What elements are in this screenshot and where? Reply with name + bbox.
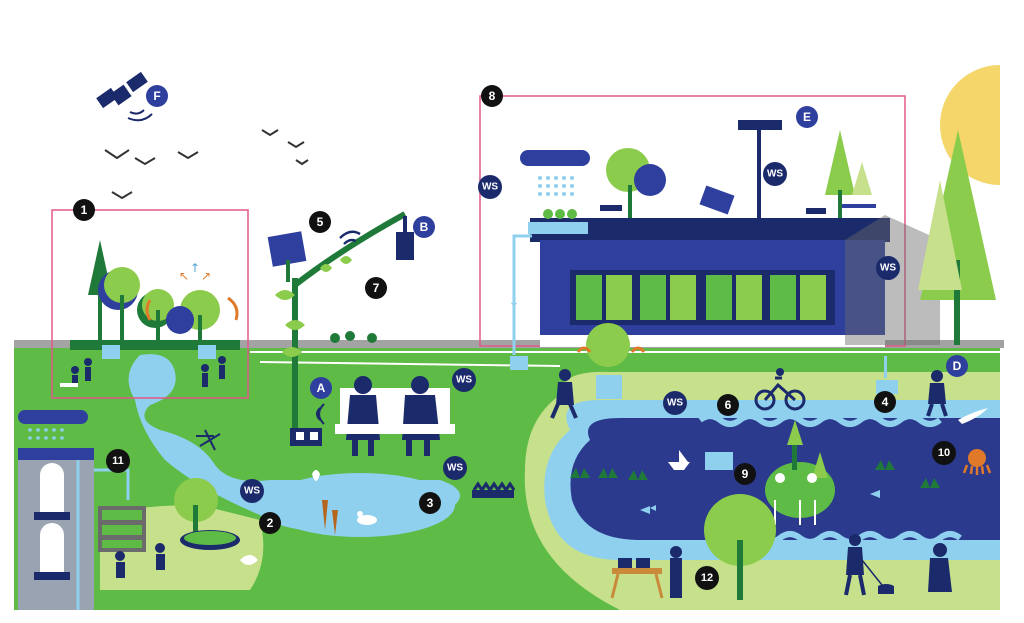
marker-12: 12: [695, 566, 719, 590]
svg-text:6: 6: [725, 398, 732, 412]
svg-text:2: 2: [267, 516, 274, 530]
weather-sensor-7: WS: [663, 391, 687, 415]
svg-text:↗: ↗: [201, 269, 211, 283]
marker-5: 5: [309, 211, 331, 233]
marker-3: 3: [419, 492, 441, 514]
svg-text:10: 10: [938, 447, 950, 459]
svg-text:12: 12: [701, 572, 713, 584]
floating-wetland: [472, 490, 514, 498]
svg-text:↑: ↑: [190, 261, 200, 275]
svg-text:8: 8: [489, 89, 496, 103]
svg-text:A: A: [317, 381, 326, 395]
marker-f: F: [146, 85, 168, 107]
svg-text:9: 9: [742, 467, 749, 481]
svg-text:4: 4: [882, 395, 889, 409]
bicycle-icon: [754, 376, 806, 411]
marker-11: 11: [106, 449, 130, 473]
svg-text:↖: ↖: [179, 269, 189, 283]
marker-b: B: [413, 216, 435, 238]
marker-4: 4: [874, 391, 896, 413]
green-building: [528, 215, 940, 347]
svg-text:WS: WS: [667, 398, 683, 409]
bench-people: [335, 376, 455, 456]
marker-2: 2: [259, 512, 281, 534]
birds: [104, 129, 309, 200]
shrubs: [330, 331, 377, 343]
marker-1: 1: [73, 199, 95, 221]
reeds: [322, 500, 338, 535]
weather-sensor-6: WS: [240, 479, 264, 503]
weather-sensor-2: WS: [763, 162, 787, 186]
weather-sensor-5: WS: [443, 456, 467, 480]
marker-a: A: [310, 377, 332, 399]
pedestrians: [550, 369, 948, 419]
rain-garden: [174, 478, 258, 565]
tall-tree: [918, 130, 996, 345]
weather-sensor-3: WS: [876, 256, 900, 280]
weather-sensor-4: WS: [452, 368, 476, 392]
satellite-icon: [96, 71, 153, 122]
pond: [265, 473, 455, 537]
svg-text:7: 7: [373, 281, 380, 295]
apartment-building: [18, 410, 130, 610]
smart-lamp-post: [267, 211, 414, 446]
drainpipe: [512, 234, 532, 355]
rain-gauge-box: [705, 452, 733, 470]
svg-text:WS: WS: [244, 486, 260, 497]
dog-walker: [844, 534, 952, 596]
fish: [640, 490, 880, 514]
svg-text:D: D: [953, 359, 962, 373]
octopus-icon: [962, 449, 992, 475]
children-playing: [115, 543, 165, 578]
marker-8: 8: [481, 85, 503, 107]
svg-text:WS: WS: [447, 463, 463, 474]
market-stall: [610, 546, 682, 599]
gull: [958, 408, 988, 424]
marker-6: 6: [717, 394, 739, 416]
marker-e: E: [796, 106, 818, 128]
svg-text:E: E: [803, 110, 811, 124]
aquatic-plants: [570, 460, 940, 488]
weather-sensor-1: WS: [478, 175, 502, 199]
tree-12: [704, 494, 776, 600]
marker-10: 10: [932, 441, 956, 465]
trees-group-1: [88, 240, 220, 340]
marker-d: D: [946, 355, 968, 377]
people-park: [71, 356, 226, 387]
dragonfly-icon: [196, 429, 221, 451]
marker-7: 7: [365, 277, 387, 299]
svg-text:11: 11: [112, 455, 124, 467]
horizon-line: [14, 340, 1004, 348]
svg-text:1: 1: [81, 203, 88, 217]
wifi-signal-icon: [339, 230, 361, 245]
svg-text:↓: ↓: [508, 294, 520, 310]
svg-text:WS: WS: [767, 169, 783, 180]
green-roof-frame-1: [51, 209, 249, 399]
paper-boat-icon: [668, 450, 690, 470]
rooftop: [520, 120, 876, 219]
svg-text:WS: WS: [482, 182, 498, 193]
svg-text:WS: WS: [456, 375, 472, 386]
svg-text:5: 5: [317, 215, 324, 229]
svg-text:3: 3: [427, 496, 434, 510]
svg-text:WS: WS: [880, 263, 896, 274]
marker-9: 9: [734, 463, 756, 485]
svg-text:F: F: [153, 89, 160, 103]
svg-text:B: B: [420, 220, 429, 234]
